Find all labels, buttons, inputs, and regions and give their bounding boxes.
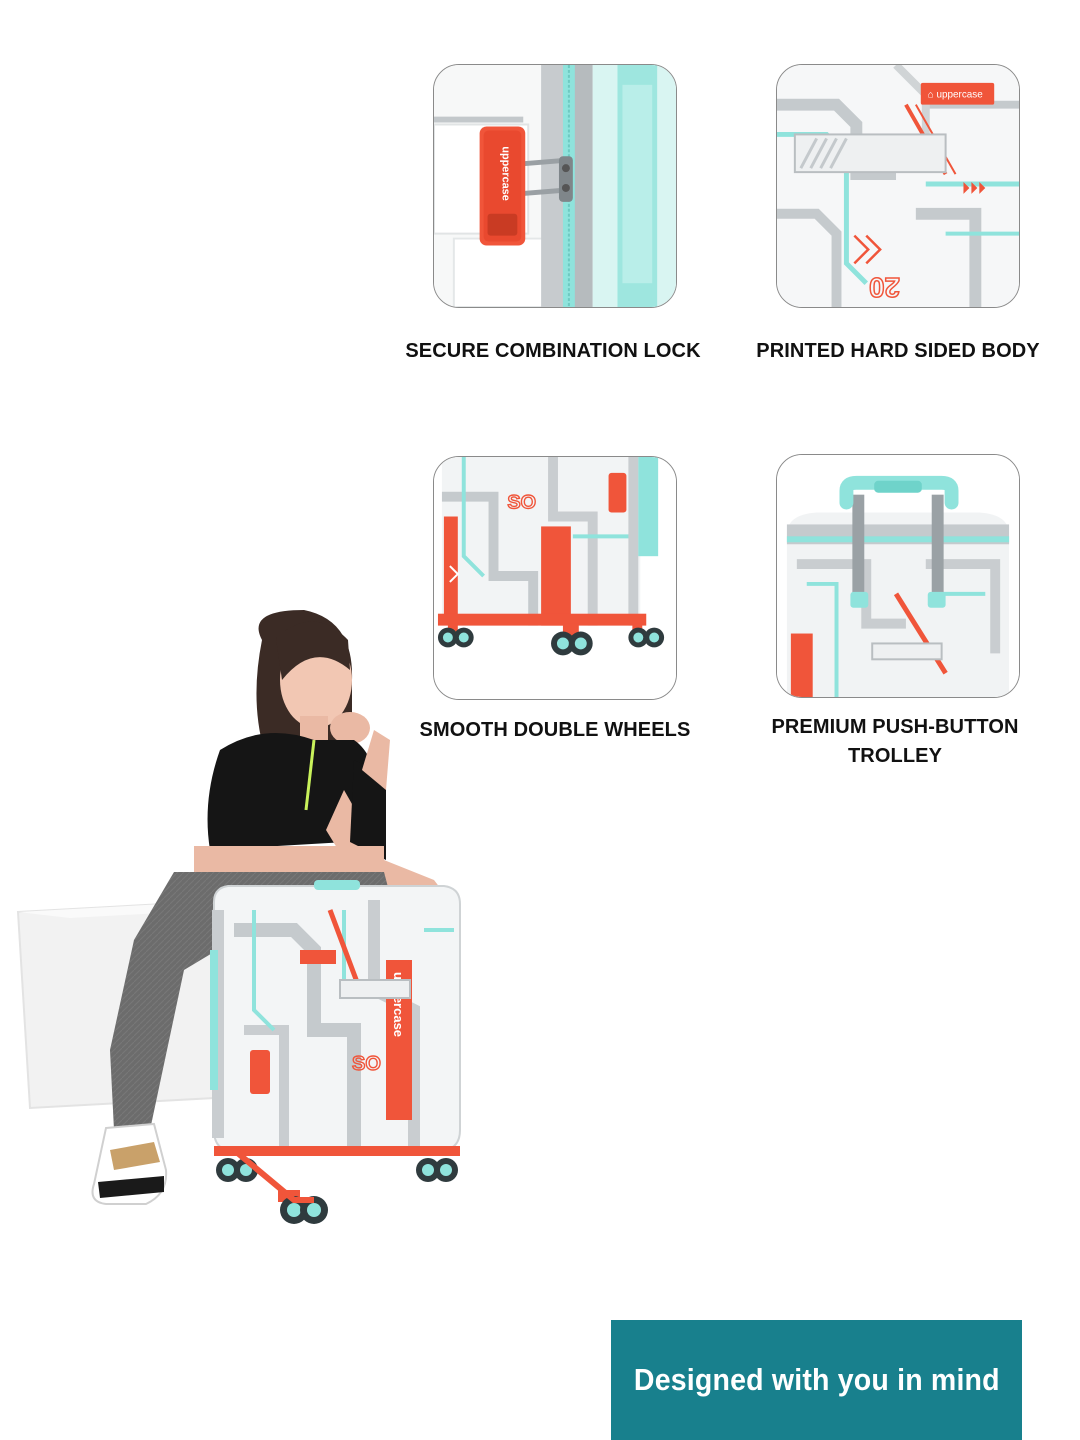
printed-body-card: ⌂ uppercase 20 xyxy=(776,64,1020,308)
feature-caption-wheels: SMOOTH DOUBLE WHEELS xyxy=(419,719,691,741)
wheel-set xyxy=(437,623,665,656)
body-brand-text: ⌂ uppercase xyxy=(928,90,983,101)
suitcase-illustration: uppercase SO xyxy=(210,880,461,1224)
hero-model-with-suitcase: uppercase SO xyxy=(14,610,494,1300)
banner-text: Designed with you in mind xyxy=(633,1362,1000,1397)
feature-caption-trolley: PREMIUM PUSH-BUTTON TROLLEY xyxy=(771,716,1019,767)
feature-caption-body: PRINTED HARD SIDED BODY xyxy=(756,340,1040,362)
trolley-handle-card xyxy=(776,454,1020,698)
svg-text:20: 20 xyxy=(869,272,900,303)
trolley-handle-photo-icon xyxy=(777,455,1019,697)
combination-lock-photo-icon: uppercase xyxy=(434,65,676,307)
combination-lock-card: uppercase xyxy=(433,64,677,308)
svg-text:SO: SO xyxy=(507,492,536,514)
feature-caption-lock: SECURE COMBINATION LOCK xyxy=(405,340,701,362)
svg-text:SO: SO xyxy=(352,1053,381,1075)
designed-for-you-banner: Designed with you in mind xyxy=(611,1320,1022,1440)
printed-body-photo-icon: ⌂ uppercase 20 xyxy=(777,65,1019,307)
double-wheels-card: SO xyxy=(433,456,677,700)
model-with-suitcase-icon: uppercase SO xyxy=(16,610,461,1224)
lock-brand-text: uppercase xyxy=(499,146,511,200)
double-wheels-photo-icon: SO xyxy=(434,457,676,699)
